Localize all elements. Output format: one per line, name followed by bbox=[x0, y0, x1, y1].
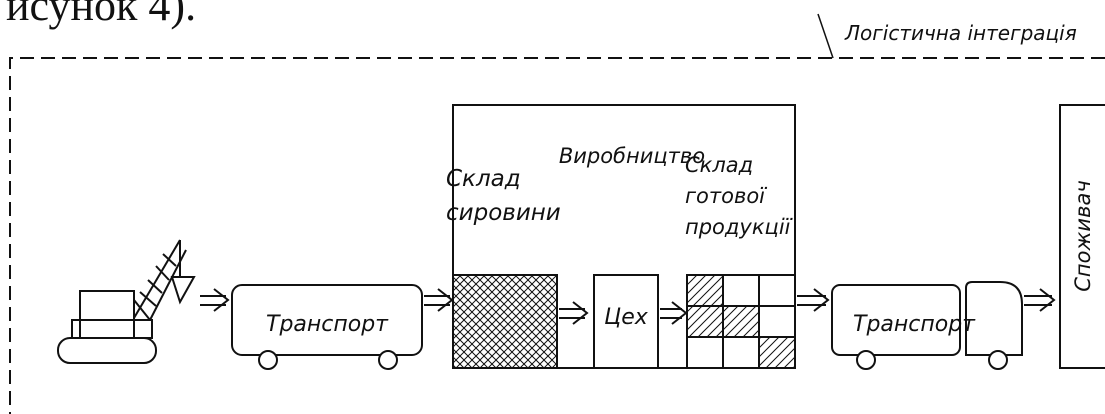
arrow-transport-to-raw-warehouse bbox=[424, 289, 452, 311]
transport-right-label: Транспорт bbox=[853, 312, 976, 337]
arrow-excavator-to-transport bbox=[200, 289, 228, 311]
finished-warehouse-label-line2: готової bbox=[685, 184, 768, 208]
workshop-label: Цех bbox=[604, 305, 649, 330]
production-label: Виробництво bbox=[559, 144, 705, 168]
raw-warehouse-label-line1: Склад bbox=[446, 166, 521, 192]
finished-warehouse-label-line1: Склад bbox=[685, 153, 753, 177]
integration-label: Логістична інтеграція bbox=[844, 21, 1077, 45]
finished-warehouse-grid bbox=[687, 275, 795, 368]
arrow-transport-to-consumer bbox=[1024, 289, 1054, 311]
raw-warehouse-label-line2: сировини bbox=[446, 200, 561, 226]
transport-left-label: Транспорт bbox=[266, 312, 389, 337]
arrow-raw-to-workshop bbox=[559, 302, 587, 324]
transport-left-box: Транспорт bbox=[232, 285, 422, 369]
transport-right-truck: Транспорт bbox=[832, 282, 1022, 369]
consumer-label: Споживач bbox=[1071, 180, 1095, 291]
finished-warehouse-label-line3: продукції bbox=[685, 215, 794, 239]
integration-leader-line bbox=[818, 14, 833, 58]
excavator-icon bbox=[58, 240, 194, 363]
raw-warehouse-cell bbox=[453, 275, 557, 368]
arrow-finished-to-transport bbox=[797, 289, 828, 311]
arrow-workshop-to-finished bbox=[660, 302, 686, 324]
